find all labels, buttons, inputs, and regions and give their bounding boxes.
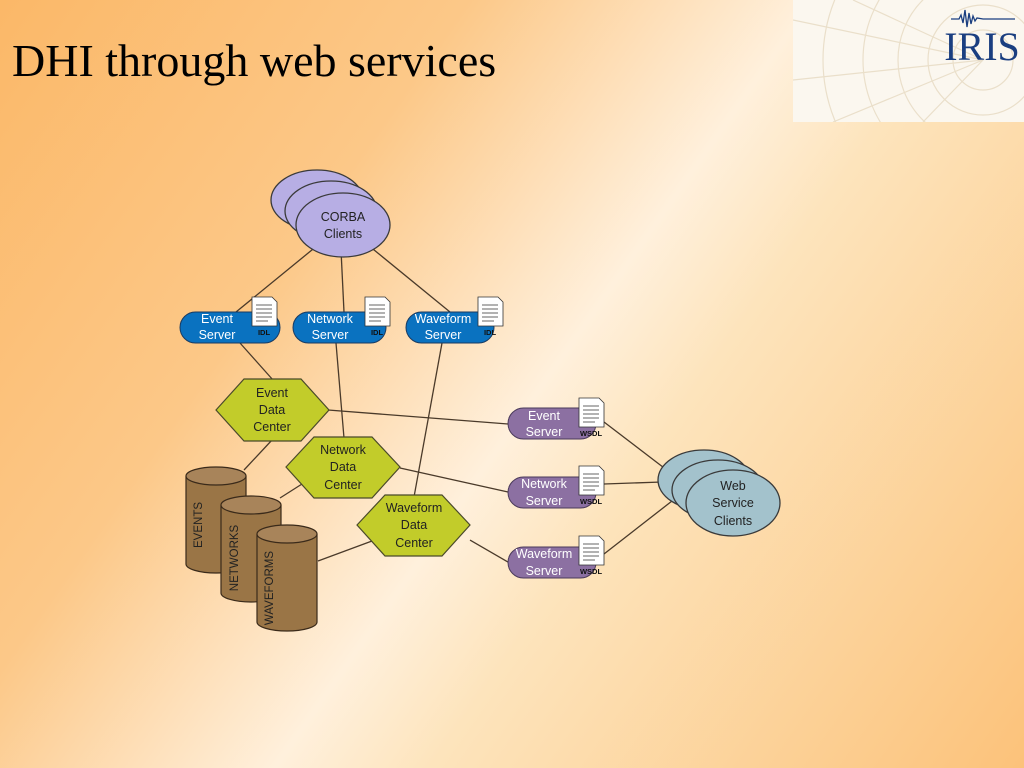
event-dc-line3: Center — [253, 420, 291, 434]
wsdl-event-line2: Server — [526, 425, 563, 439]
network-data-center: Network Data Center — [285, 436, 401, 499]
idl-document-icon — [364, 296, 391, 327]
connectors — [235, 244, 673, 563]
network-dc-line1: Network — [320, 443, 367, 457]
idl-waveform-server-line2: Server — [425, 328, 462, 342]
idl-network-server: Network Server IDL — [292, 296, 391, 344]
idl-network-server-line1: Network — [307, 312, 354, 326]
network-dc-line3: Center — [324, 478, 362, 492]
networks-db-label: NETWORKS — [229, 524, 241, 591]
waveform-dc-line1: Waveform — [386, 501, 443, 515]
wsdl-event-line1: Event — [528, 409, 560, 423]
events-db-label: EVENTS — [193, 502, 205, 548]
event-data-center: Event Data Center — [215, 378, 330, 442]
idl-document-icon — [477, 296, 504, 327]
idl-tag: IDL — [258, 328, 271, 337]
web-clients-line3: Clients — [714, 514, 752, 528]
corba-label-line1: CORBA — [321, 210, 366, 224]
wsdl-event-server: Event Server WSDL — [507, 397, 605, 440]
seismogram-icon — [951, 9, 1015, 28]
wsdl-network-server: Network Server WSDL — [507, 465, 605, 509]
wsdl-tag: WSDL — [580, 497, 602, 506]
web-clients-line1: Web — [720, 479, 746, 493]
idl-tag: IDL — [484, 328, 497, 337]
slide-title: DHI through web services — [12, 35, 497, 86]
web-clients-line2: Service — [712, 496, 754, 510]
wsdl-waveform-server: Waveform Server WSDL — [507, 535, 605, 579]
web-service-clients: Web Service Clients — [657, 449, 781, 537]
idl-event-server: Event Server IDL — [179, 296, 281, 344]
network-dc-line2: Data — [330, 460, 356, 474]
event-dc-line1: Event — [256, 386, 288, 400]
wsdl-document-icon — [578, 535, 605, 566]
wsdl-document-icon — [578, 465, 605, 496]
wsdl-waveform-line2: Server — [526, 564, 563, 578]
waveform-dc-line3: Center — [395, 536, 433, 550]
idl-waveform-server-line1: Waveform — [415, 312, 472, 326]
wsdl-document-icon — [578, 397, 605, 428]
wsdl-tag: WSDL — [580, 567, 602, 576]
iris-logo-panel: IRIS — [792, 0, 1024, 221]
wsdl-network-line2: Server — [526, 494, 563, 508]
idl-tag: IDL — [371, 328, 384, 337]
wsdl-network-line1: Network — [521, 477, 568, 491]
iris-logo-text: IRIS — [944, 24, 1020, 69]
corba-clients: CORBA Clients — [270, 169, 391, 258]
corba-label-line2: Clients — [324, 227, 362, 241]
event-dc-line2: Data — [259, 403, 285, 417]
waveform-dc-line2: Data — [401, 518, 427, 532]
idl-network-server-line2: Server — [312, 328, 349, 342]
wsdl-tag: WSDL — [580, 429, 602, 438]
waveforms-db-label: WAVEFORMS — [264, 551, 276, 625]
idl-event-server-line1: Event — [201, 312, 233, 326]
idl-document-icon — [251, 296, 278, 327]
wsdl-waveform-line1: Waveform — [516, 547, 573, 561]
waveform-data-center: Waveform Data Center — [356, 494, 471, 557]
waveforms-database: WAVEFORMS — [256, 524, 318, 632]
idl-waveform-server: Waveform Server IDL — [405, 296, 504, 344]
idl-event-server-line2: Server — [199, 328, 236, 342]
